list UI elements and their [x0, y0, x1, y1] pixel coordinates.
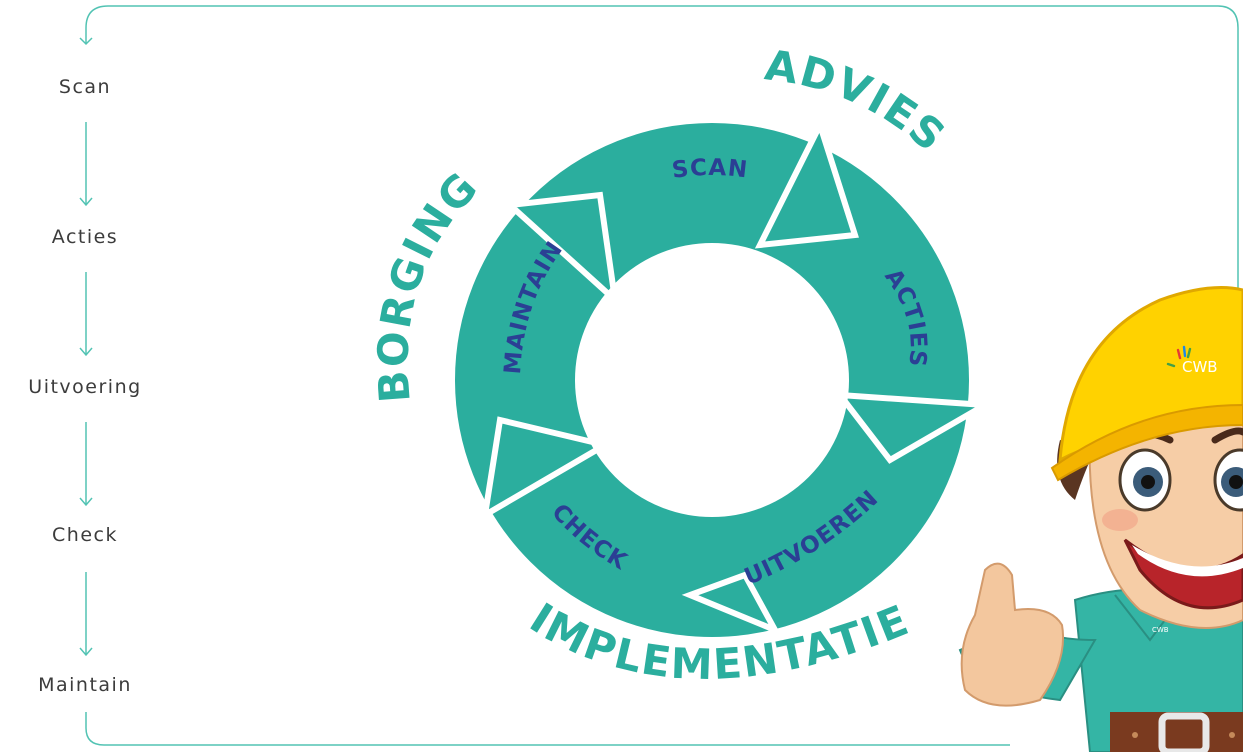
step-acties[interactable]: Acties: [51, 226, 119, 248]
arrowhead-uitvoeren: [681, 571, 782, 636]
arrowhead-scan: [754, 117, 859, 249]
step-maintain[interactable]: Maintain: [38, 674, 132, 696]
ring-center: [575, 243, 849, 517]
step-uitvoering[interactable]: Uitvoering: [28, 376, 142, 398]
ring: [455, 123, 969, 637]
segment-scan[interactable]: SCAN: [671, 155, 750, 184]
arrowhead-maintain: [503, 191, 620, 308]
step-check[interactable]: Check: [52, 524, 118, 546]
step-scan[interactable]: Scan: [58, 76, 112, 98]
arrowhead-check: [481, 416, 613, 521]
arrowhead-acties: [833, 391, 995, 464]
